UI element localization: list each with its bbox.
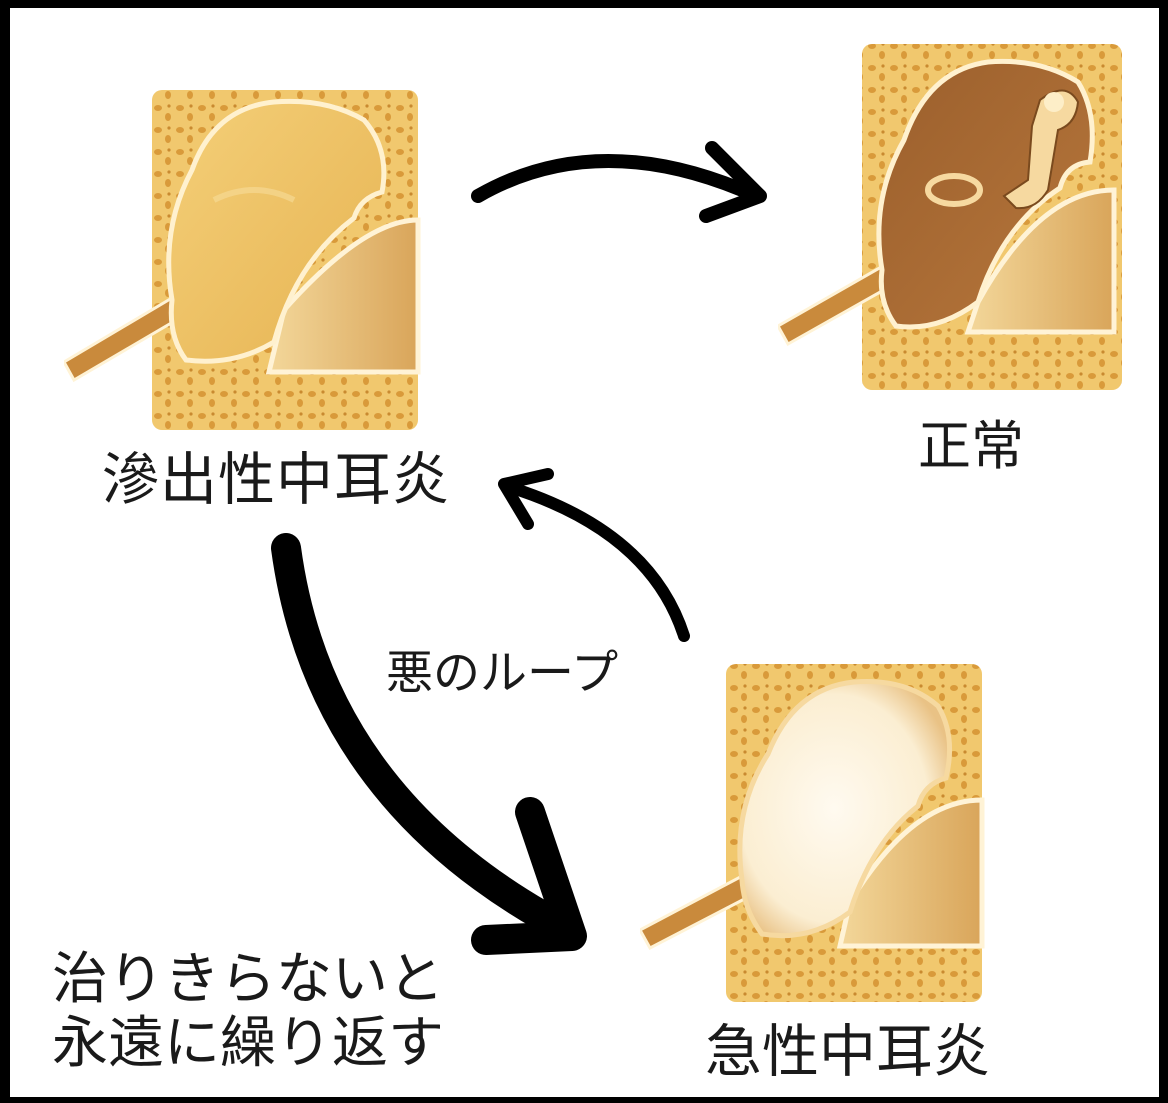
arrow-effusion-to-normal bbox=[471, 141, 767, 223]
acute-label: 急性中耳炎 bbox=[705, 1019, 990, 1085]
effusion-ear-illustration bbox=[64, 80, 436, 440]
recurrence-note: 治りきらないと 永遠に繰り返す bbox=[52, 948, 444, 1076]
normal-ear-illustration bbox=[778, 40, 1128, 400]
acute-ear-illustration bbox=[640, 660, 995, 1010]
arrow-acute-to-effusion bbox=[498, 468, 690, 642]
note-line-2: 永遠に繰り返す bbox=[52, 1011, 444, 1076]
middle-ear-with-pus-illustration bbox=[640, 664, 985, 1002]
normal-label: 正常 bbox=[918, 416, 1024, 477]
middle-ear-with-fluid-illustration bbox=[64, 90, 421, 430]
loop-label: 悪のループ bbox=[386, 646, 619, 701]
normal-middle-ear-illustration bbox=[778, 44, 1122, 390]
arrow-effusion-to-acute bbox=[271, 533, 587, 955]
effusion-label: 滲出性中耳炎 bbox=[102, 447, 450, 513]
note-line-1: 治りきらないと bbox=[52, 947, 444, 1012]
